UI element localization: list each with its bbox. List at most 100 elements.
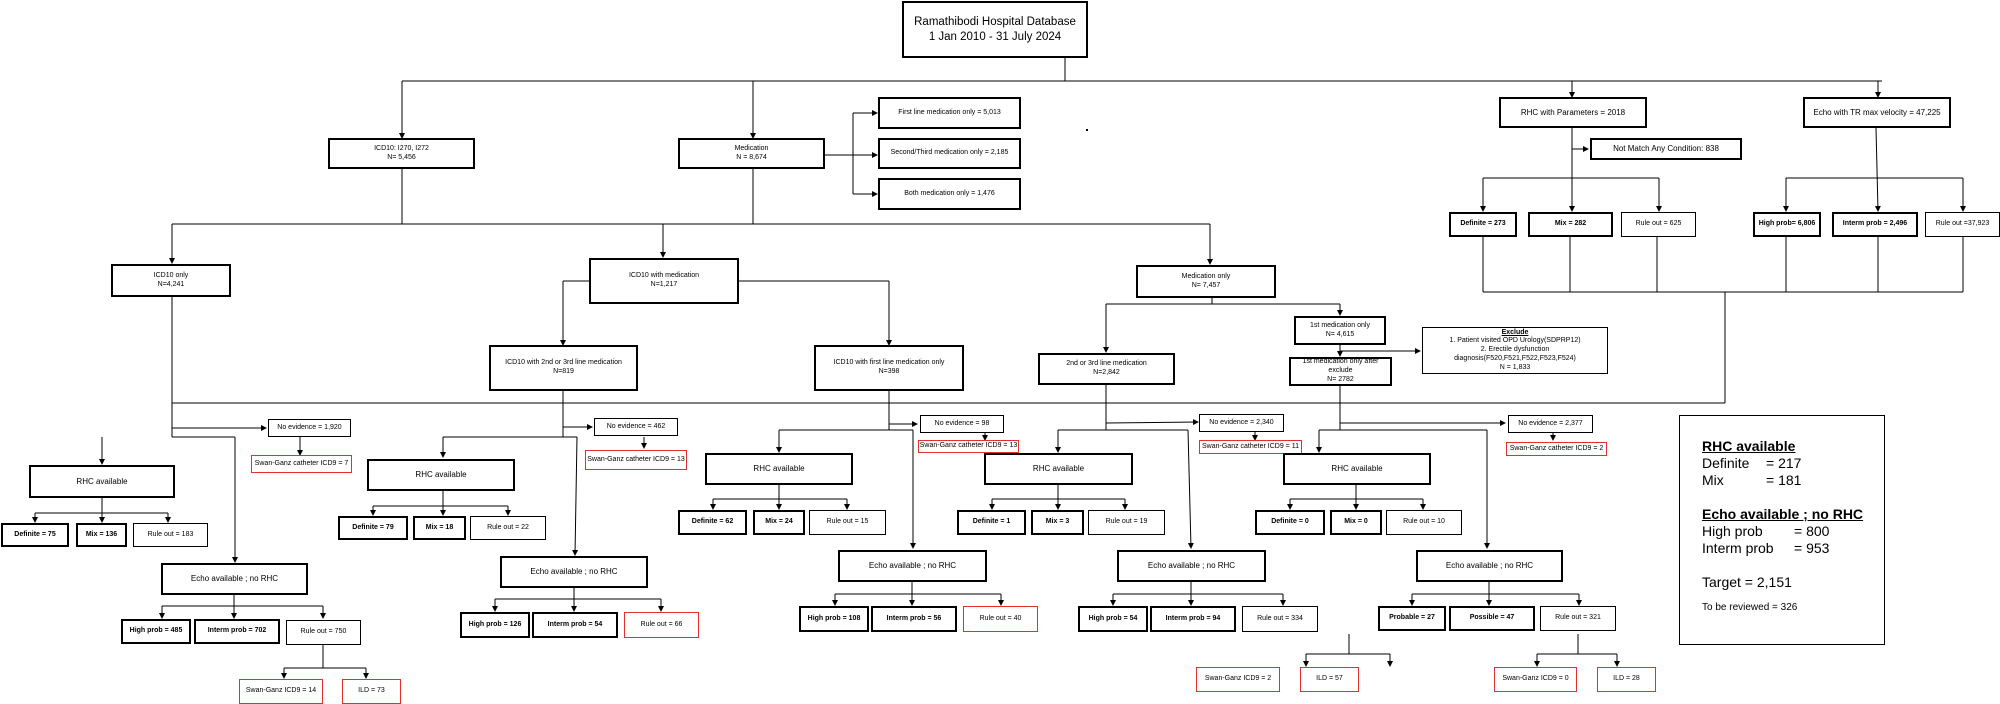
rhc-ruleout-node: Rule out = 625: [1621, 212, 1696, 237]
echo-ruleout-node: Rule out = 334: [1242, 606, 1318, 632]
mix-node: Mix = 0: [1330, 510, 1382, 535]
root-title: Ramathibodi Hospital Database: [914, 16, 1076, 29]
summary-mix-row: Mix = 181: [1702, 472, 1884, 489]
icd10-with-med-node: ICD10 with medication N=1,217: [589, 258, 739, 304]
swan-catheter-node: Swan-Ganz catheter ICD9 = 2: [1506, 442, 1607, 456]
high-prob-node: High prob = 108: [799, 606, 869, 632]
summary-interm-row: Interm prob = 953: [1702, 540, 1884, 557]
icd10-only-node: ICD10 only N=4,241: [111, 264, 231, 297]
rhc-ruleout-node: Rule out = 10: [1386, 510, 1462, 535]
icd10-first-node: ICD10 with first line medication only N=…: [814, 345, 964, 391]
second-third-node: 2nd or 3rd line medication N=2,842: [1038, 353, 1175, 385]
summary-interm-value: = 953: [1794, 540, 1830, 556]
definite-node: Definite = 62: [678, 510, 747, 535]
interm-prob-node: Interm prob = 94: [1150, 606, 1236, 632]
rhc-mix-node: Mix = 282: [1528, 212, 1613, 237]
no-evidence-node: No evidence = 462: [594, 418, 678, 436]
med-both-node: Both medication only = 1,476: [878, 178, 1021, 210]
swan-ganz-node: Swan-Ganz ICD9 = 14: [239, 679, 323, 704]
exclude-line2: 2. Erectile dysfunction: [1480, 346, 1550, 354]
summary-echo-header: Echo available ; no RHC: [1702, 506, 1864, 522]
echo-available-node: Echo available ; no RHC: [500, 556, 648, 588]
echo-ruleout-node: Rule out = 750: [286, 620, 361, 645]
possible-node: Possible = 47: [1449, 606, 1535, 631]
summary-high-label: High prob: [1702, 523, 1763, 539]
summary-high-row: High prob = 800: [1702, 523, 1884, 540]
med-only-node: Medication only N= 7,457: [1136, 265, 1276, 298]
echo-ruleout-node: Rule out =37,923: [1925, 212, 2000, 237]
no-evidence-node: No evidence = 1,920: [268, 419, 351, 437]
rhc-ruleout-node: Rule out = 15: [809, 510, 886, 535]
echo-available-node: Echo available ; no RHC: [1416, 550, 1563, 582]
no-evidence-node: No evidence = 2,340: [1199, 414, 1284, 432]
mix-node: Mix = 18: [413, 516, 466, 540]
echo-ruleout-node: Rule out = 321: [1540, 606, 1616, 631]
swan-ganz-node: Swan-Ganz ICD9 = 2: [1196, 667, 1280, 692]
summary-definite-value: = 217: [1766, 455, 1802, 471]
swan-catheter-node: Swan-Ganz catheter ICD9 = 13: [918, 440, 1019, 453]
definite-node: Definite = 79: [338, 516, 408, 540]
definite-node: Definite = 0: [1255, 510, 1325, 535]
rhc-available-node: RHC available: [367, 459, 515, 491]
high-prob-node: High prob = 54: [1078, 606, 1148, 632]
rhc-ruleout-node: Rule out = 183: [133, 523, 208, 547]
summary-target: Target = 2,151: [1702, 574, 1792, 590]
interm-prob-node: Interm prob = 54: [532, 612, 618, 638]
interm-prob-node: Interm prob = 702: [194, 619, 280, 644]
mix-node: Mix = 24: [753, 510, 805, 535]
rhc-ruleout-node: Rule out = 19: [1088, 510, 1165, 535]
summary-box: RHC available Definite= 217 Mix= 181 Ech…: [1679, 415, 1885, 645]
mix-node: Mix = 3: [1031, 510, 1084, 535]
rhc-available-node: RHC available: [1283, 453, 1431, 485]
mix-node: Mix = 136: [76, 523, 127, 547]
echo-available-node: Echo available ; no RHC: [838, 550, 987, 582]
rhc-ruleout-node: Rule out = 22: [470, 516, 546, 540]
rhc-available-node: RHC available: [984, 453, 1133, 485]
swan-ganz-node: Swan-Ganz ICD9 = 0: [1494, 667, 1577, 692]
high-prob-node: High prob = 485: [121, 619, 191, 644]
definite-node: Definite = 75: [1, 523, 69, 547]
swan-catheter-node: Swan-Ganz catheter ICD9 = 13: [585, 450, 687, 470]
ild-node: ILD = 73: [342, 679, 401, 704]
rhc-params-node: RHC with Parameters = 2018: [1499, 97, 1647, 128]
high-prob-node: High prob = 126: [460, 612, 530, 638]
medication-node: Medication N = 8,674: [678, 138, 825, 169]
echo-ruleout-node: Rule out = 66: [624, 612, 699, 638]
swan-catheter-node: Swan-Ganz catheter ICD9 = 7: [251, 455, 352, 473]
interm-prob-node: Interm prob = 56: [871, 606, 957, 632]
rhc-available-node: RHC available: [29, 465, 175, 498]
root-subtitle: 1 Jan 2010 - 31 July 2024: [928, 30, 1062, 43]
swan-catheter-node: Swan-Ganz catheter ICD9 = 11: [1199, 440, 1302, 454]
echo-available-node: Echo available ; no RHC: [1117, 550, 1266, 582]
summary-mix-value: = 181: [1766, 472, 1802, 488]
echo-available-node: Echo available ; no RHC: [161, 563, 308, 595]
summary-definite-row: Definite = 217: [1702, 455, 1884, 472]
exclude-title: Exclude: [1501, 328, 1529, 336]
med-second-third-node: Second/Third medication only = 2,185: [878, 138, 1021, 169]
exclude-line3: diagnosis(F520,F521,F522,F523,F524): [1454, 354, 1576, 362]
no-evidence-node: No evidence = 98: [920, 415, 1004, 433]
probable-node: Probable = 27: [1378, 606, 1446, 631]
root-node: Ramathibodi Hospital Database 1 Jan 2010…: [902, 1, 1088, 58]
rhc-available-node: RHC available: [705, 453, 853, 485]
first-only-node: 1st medication only N= 4,615: [1294, 316, 1386, 345]
icd10-node: ICD10: I270, I272 N= 5,456: [328, 138, 475, 169]
echo-high-node: High prob= 6,806: [1753, 212, 1821, 237]
stray-dot: [1086, 129, 1088, 131]
ild-node: ILD = 28: [1597, 667, 1656, 692]
rhc-definite-node: Definite = 273: [1449, 212, 1517, 237]
echo-ruleout-node: Rule out = 40: [963, 606, 1038, 632]
echo-tr-node: Echo with TR max velocity = 47,225: [1803, 97, 1951, 128]
exclude-line4: N = 1,833: [1499, 363, 1531, 371]
ild-node: ILD = 57: [1300, 667, 1359, 692]
icd10-2nd3rd-node: ICD10 with 2nd or 3rd line medication N=…: [489, 345, 638, 391]
summary-high-value: = 800: [1794, 523, 1830, 539]
summary-interm-label: Interm prob: [1702, 540, 1774, 556]
summary-mix-label: Mix: [1702, 472, 1724, 488]
summary-definite-label: Definite: [1702, 455, 1750, 471]
exclude-node: Exclude 1. Patient visited OPD Urology(S…: [1422, 327, 1608, 374]
med-first-line-node: First line medication only = 5,013: [878, 97, 1021, 129]
echo-interm-node: Interm prob = 2,496: [1832, 212, 1918, 237]
summary-review: To be reviewed = 326: [1702, 602, 1798, 613]
